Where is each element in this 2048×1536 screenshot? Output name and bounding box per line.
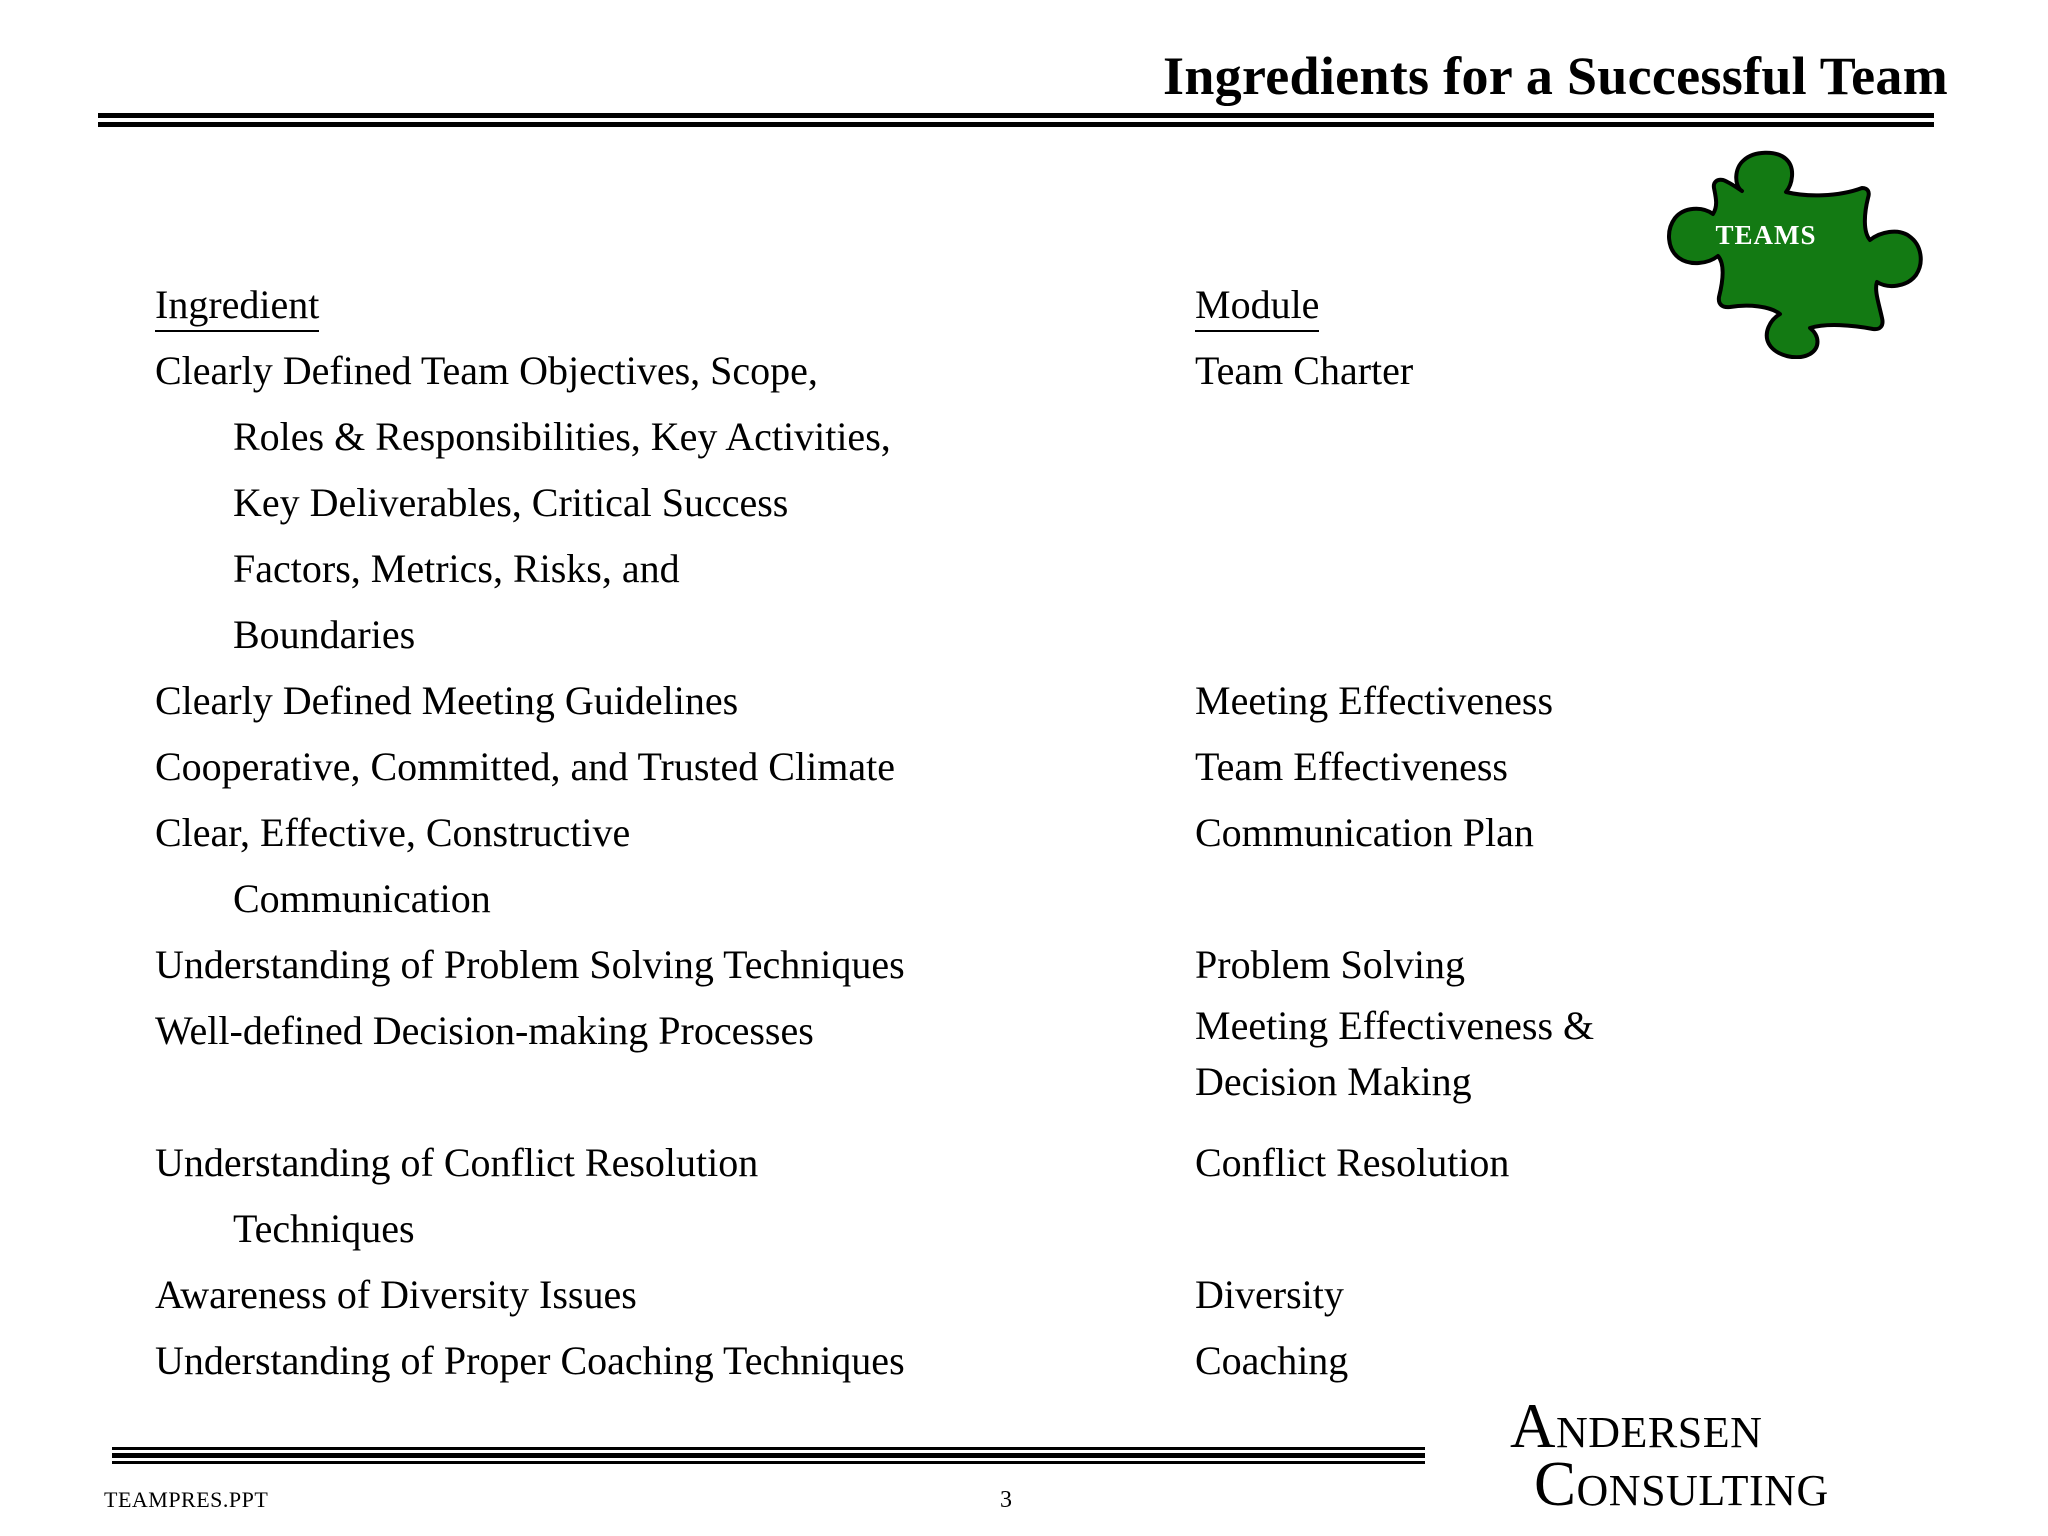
ingredient-line: Understanding of Proper Coaching Techniq… — [155, 1338, 905, 1383]
table-row: Understanding of Proper Coaching Techniq… — [155, 1328, 1915, 1394]
module-line: Coaching — [1195, 1338, 1349, 1383]
table-spacer-row — [155, 1064, 1915, 1130]
module-cell: Communication Plan — [1195, 800, 1895, 866]
module-cell: Diversity — [1195, 1262, 1895, 1328]
module-cell: Meeting Effectiveness & Decision Making — [1195, 998, 1895, 1110]
ingredient-line: Well-defined Decision-making Processes — [155, 1008, 814, 1053]
table-row: Understanding of Problem Solving Techniq… — [155, 932, 1915, 998]
header-divider-gap — [98, 118, 1934, 122]
ingredient-cell: Clearly Defined Meeting Guidelines — [155, 668, 1205, 734]
ingredient-cell: Understanding of Proper Coaching Techniq… — [155, 1328, 1205, 1394]
table-header-row: Ingredient Module — [155, 272, 1915, 338]
footer-divider-bar-bottom — [112, 1461, 1425, 1464]
footer-divider-bar-middle — [112, 1453, 1425, 1458]
ingredient-line: Clear, Effective, Constructive — [155, 810, 631, 855]
ingredient-cell: Understanding of Problem Solving Techniq… — [155, 932, 1205, 998]
ingredient-line: Techniques — [233, 1206, 415, 1251]
ingredient-line: Clearly Defined Team Objectives, Scope, — [155, 348, 818, 393]
module-line: Team Effectiveness — [1195, 744, 1508, 789]
ingredient-cell: Understanding of Conflict Resolution Tec… — [155, 1130, 1205, 1262]
ingredient-line: Key Deliverables, Critical Success — [233, 480, 789, 525]
page-number: 3 — [1000, 1487, 1012, 1513]
ingredient-cell: Awareness of Diversity Issues — [155, 1262, 1205, 1328]
header-divider-bar-top — [98, 113, 1934, 118]
module-line: Diversity — [1195, 1272, 1344, 1317]
footer-divider-bar-top — [112, 1447, 1425, 1450]
footer-file-name: TEAMPRES.PPT — [104, 1487, 269, 1512]
module-cell: Meeting Effectiveness — [1195, 668, 1895, 734]
module-line: Meeting Effectiveness & — [1195, 1003, 1595, 1048]
ingredient-line: Cooperative, Committed, and Trusted Clim… — [155, 744, 895, 789]
module-line: Team Charter — [1195, 348, 1414, 393]
ingredient-line: Communication — [233, 876, 491, 921]
module-line: Meeting Effectiveness — [1195, 678, 1554, 723]
table-row: Clearly Defined Meeting Guidelines Meeti… — [155, 668, 1915, 734]
table-row: Understanding of Conflict Resolution Tec… — [155, 1130, 1915, 1262]
puzzle-piece-icon — [1667, 150, 1923, 359]
teams-puzzle-logo: TEAMS — [1630, 144, 1950, 359]
column-header-module: Module — [1195, 282, 1320, 332]
module-cell: Problem Solving — [1195, 932, 1895, 998]
header-divider-bar-bottom — [98, 122, 1934, 127]
footer-divider-gap-top — [112, 1450, 1425, 1453]
page-title: Ingredients for a Successful Team — [1163, 46, 1948, 106]
module-line: Decision Making — [1195, 1059, 1472, 1104]
company-name-line-2: Consulting — [1534, 1448, 1829, 1519]
table-row: Clearly Defined Team Objectives, Scope, … — [155, 338, 1915, 668]
module-line: Conflict Resolution — [1195, 1140, 1510, 1185]
ingredient-line: Boundaries — [233, 612, 416, 657]
ingredient-cell: Clearly Defined Team Objectives, Scope, … — [155, 338, 1205, 668]
column-header-ingredient: Ingredient — [155, 282, 320, 332]
ingredient-line: Clearly Defined Meeting Guidelines — [155, 678, 739, 723]
module-cell: Team Charter — [1195, 338, 1895, 404]
column-header-module-cell: Module — [1195, 272, 1895, 338]
table-row: Clear, Effective, Constructive Communica… — [155, 800, 1915, 932]
ingredient-cell: Well-defined Decision-making Processes — [155, 998, 1205, 1064]
ingredient-cell: Clear, Effective, Constructive Communica… — [155, 800, 1205, 932]
ingredient-cell: Cooperative, Committed, and Trusted Clim… — [155, 734, 1205, 800]
ingredient-line: Understanding of Conflict Resolution — [155, 1140, 759, 1185]
module-line: Problem Solving — [1195, 942, 1466, 987]
column-header-ingredient-cell: Ingredient — [155, 272, 1205, 338]
module-cell: Conflict Resolution — [1195, 1130, 1895, 1196]
module-cell: Team Effectiveness — [1195, 734, 1895, 800]
footer-divider-gap-bottom — [112, 1458, 1425, 1461]
module-line: Communication Plan — [1195, 810, 1534, 855]
table-row: Cooperative, Committed, and Trusted Clim… — [155, 734, 1915, 800]
header-divider — [98, 113, 1934, 127]
ingredient-line: Roles & Responsibilities, Key Activities… — [233, 414, 891, 459]
ingredient-line: Awareness of Diversity Issues — [155, 1272, 637, 1317]
andersen-consulting-logo: Andersen Consulting — [1510, 1391, 2010, 1519]
table-row: Awareness of Diversity Issues Diversity — [155, 1262, 1915, 1328]
table-row: Well-defined Decision-making Processes M… — [155, 998, 1915, 1104]
ingredients-module-table: Ingredient Module Clearly Defined Team O… — [155, 272, 1915, 1394]
footer-divider — [112, 1447, 1425, 1464]
ingredient-line: Understanding of Problem Solving Techniq… — [155, 942, 905, 987]
module-cell: Coaching — [1195, 1328, 1895, 1394]
company-name-line-1: Andersen — [1510, 1391, 1763, 1461]
teams-logo-label: TEAMS — [1715, 220, 1817, 250]
ingredient-line: Factors, Metrics, Risks, and — [233, 546, 680, 591]
